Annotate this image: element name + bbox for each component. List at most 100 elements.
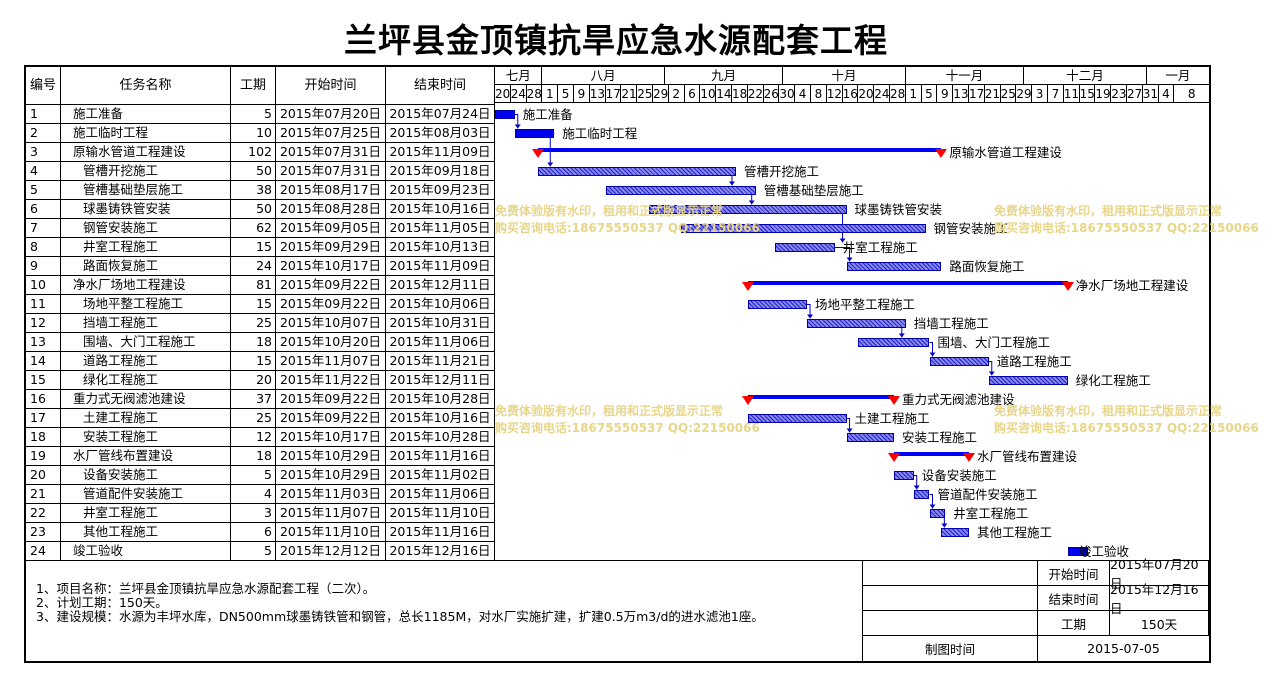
info-empty bbox=[863, 611, 1038, 636]
header-duration: 工期 bbox=[231, 67, 276, 105]
task-start: 2015年11月10日 bbox=[276, 523, 386, 542]
bar-label: 施工临时工程 bbox=[562, 125, 638, 141]
task-name: 场地平整工程施工 bbox=[61, 295, 231, 314]
task-end: 2015年08月03日 bbox=[386, 124, 495, 143]
task-duration: 25 bbox=[231, 409, 276, 428]
info-end-label: 结束时间 bbox=[1038, 586, 1110, 611]
task-start: 2015年11月22日 bbox=[276, 371, 386, 390]
day-label: 18 bbox=[732, 85, 748, 103]
task-start: 2015年10月17日 bbox=[276, 428, 386, 447]
dependency-arrow bbox=[834, 247, 851, 262]
task-start: 2015年10月07日 bbox=[276, 314, 386, 333]
task-start: 2015年09月29日 bbox=[276, 238, 386, 257]
arrow-head bbox=[929, 352, 936, 357]
day-label: 30 bbox=[779, 85, 796, 103]
dependency-arrow bbox=[988, 361, 993, 376]
task-bar bbox=[893, 470, 914, 480]
arrow-head bbox=[846, 428, 853, 433]
day-label: 8 bbox=[811, 85, 827, 103]
task-id: 3 bbox=[26, 143, 61, 162]
bar-label: 设备安装施工 bbox=[921, 467, 997, 483]
task-name: 绿化工程施工 bbox=[61, 371, 231, 390]
bar-label: 施工准备 bbox=[522, 106, 573, 122]
task-id: 9 bbox=[26, 257, 61, 276]
summary-bar bbox=[893, 451, 969, 456]
milestone-marker bbox=[741, 395, 754, 405]
task-duration: 12 bbox=[231, 428, 276, 447]
task-start: 2015年09月22日 bbox=[276, 390, 386, 409]
task-id: 18 bbox=[26, 428, 61, 447]
task-duration: 24 bbox=[231, 257, 276, 276]
bar-label: 钢管安装施工 bbox=[933, 220, 1009, 236]
task-end: 2015年11月09日 bbox=[386, 257, 495, 276]
day-label: 16 bbox=[842, 85, 859, 103]
bar-label: 井室工程施工 bbox=[842, 239, 918, 255]
task-bar bbox=[775, 242, 835, 252]
task-bar bbox=[680, 223, 926, 233]
arrow-head bbox=[913, 485, 920, 490]
dependency-arrow bbox=[514, 114, 519, 129]
task-end: 2015年10月31日 bbox=[386, 314, 495, 333]
task-duration: 62 bbox=[231, 219, 276, 238]
day-label: 31 bbox=[1142, 85, 1159, 103]
header-start: 开始时间 bbox=[276, 67, 386, 105]
bar-label: 水厂管线布置建设 bbox=[977, 448, 1078, 464]
task-id: 21 bbox=[26, 485, 61, 504]
task-bar bbox=[929, 508, 946, 518]
bar-label: 竣工验收 bbox=[1079, 543, 1130, 559]
task-start: 2015年08月17日 bbox=[276, 181, 386, 200]
day-label: 9 bbox=[574, 85, 590, 103]
day-label: 1 bbox=[542, 85, 559, 103]
task-name: 球墨铸铁管安装 bbox=[61, 200, 231, 219]
task-id: 17 bbox=[26, 409, 61, 428]
task-duration: 38 bbox=[231, 181, 276, 200]
info-empty bbox=[863, 586, 1038, 611]
task-id: 6 bbox=[26, 200, 61, 219]
task-name: 管道配件安装施工 bbox=[61, 485, 231, 504]
bar-label: 原输水管道工程建设 bbox=[949, 144, 1062, 160]
task-end: 2015年12月11日 bbox=[386, 276, 495, 295]
milestone-marker bbox=[532, 148, 545, 158]
task-duration: 5 bbox=[231, 105, 276, 124]
day-label: 17 bbox=[605, 85, 622, 103]
day-label: 1 bbox=[905, 85, 922, 103]
day-label: 21 bbox=[984, 85, 1001, 103]
day-label: 23 bbox=[1111, 85, 1127, 103]
task-end: 2015年10月28日 bbox=[386, 428, 495, 447]
task-id: 4 bbox=[26, 162, 61, 181]
task-name: 其他工程施工 bbox=[61, 523, 231, 542]
task-id: 14 bbox=[26, 352, 61, 371]
day-label: 2 bbox=[668, 85, 685, 103]
task-duration: 15 bbox=[231, 295, 276, 314]
arrow-head bbox=[898, 333, 905, 338]
dependency-arrow bbox=[846, 418, 851, 433]
task-end: 2015年11月10日 bbox=[386, 504, 495, 523]
task-bar bbox=[1067, 546, 1088, 556]
bar-label: 道路工程施工 bbox=[996, 353, 1072, 369]
day-label: 7 bbox=[1048, 85, 1064, 103]
header-end: 结束时间 bbox=[386, 67, 495, 105]
task-end: 2015年11月02日 bbox=[386, 466, 495, 485]
arrow-head bbox=[547, 162, 554, 167]
milestone-marker bbox=[741, 281, 754, 291]
task-duration: 18 bbox=[231, 333, 276, 352]
arrow-head bbox=[807, 314, 814, 319]
bar-label: 围墙、大门工程施工 bbox=[937, 334, 1051, 350]
dependency-links bbox=[514, 114, 995, 528]
task-id: 20 bbox=[26, 466, 61, 485]
arrow-head bbox=[988, 371, 995, 376]
month-label: 十二月 bbox=[1024, 67, 1147, 85]
summary-bar bbox=[747, 394, 894, 399]
milestone-marker bbox=[1061, 281, 1074, 291]
arrow-head bbox=[748, 200, 755, 205]
day-label: 27 bbox=[1127, 85, 1143, 103]
task-name: 管槽开挖施工 bbox=[61, 162, 231, 181]
month-label: 九月 bbox=[664, 67, 784, 85]
task-name: 原输水管道工程建设 bbox=[61, 143, 231, 162]
task-bar bbox=[538, 166, 736, 176]
task-bar bbox=[514, 128, 555, 138]
task-end: 2015年09月18日 bbox=[386, 162, 495, 181]
task-end: 2015年10月13日 bbox=[386, 238, 495, 257]
task-start: 2015年10月20日 bbox=[276, 333, 386, 352]
